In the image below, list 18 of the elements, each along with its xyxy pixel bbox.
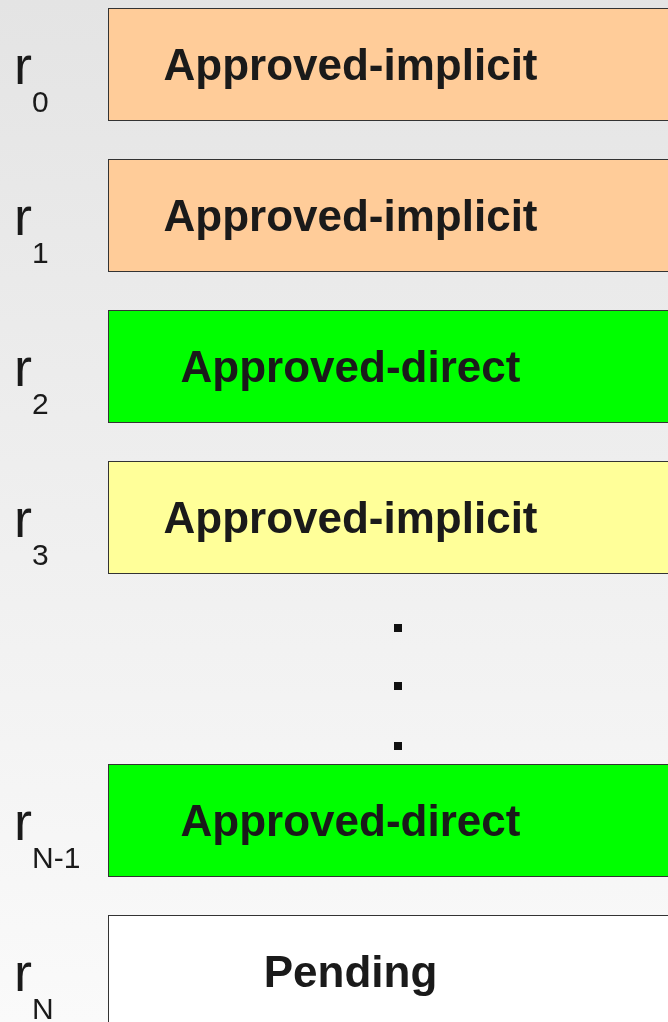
row-label: r$_{2}$ <box>14 340 49 419</box>
record-box <box>108 8 668 121</box>
status-label: Approved-implicit <box>163 190 539 241</box>
record-box <box>108 764 668 877</box>
status-label: Approved-implicit <box>163 492 539 543</box>
row-label: r$_{1}$ <box>14 189 49 268</box>
row-label: r$_{3}$ <box>14 491 49 570</box>
row-label: r$_{N}$ <box>14 945 54 1022</box>
status-label: Approved-direct <box>180 341 522 392</box>
status-label: Approved-implicit <box>163 39 539 90</box>
status-label: Pending <box>263 946 439 997</box>
row-label: r$_{N-1}$ <box>14 794 81 873</box>
record-box <box>108 310 668 423</box>
record-box <box>108 461 668 574</box>
status-label: Approved-direct <box>180 795 522 846</box>
record-box <box>108 915 668 1022</box>
row-label: r$_{0}$ <box>14 38 49 117</box>
record-box <box>108 159 668 272</box>
